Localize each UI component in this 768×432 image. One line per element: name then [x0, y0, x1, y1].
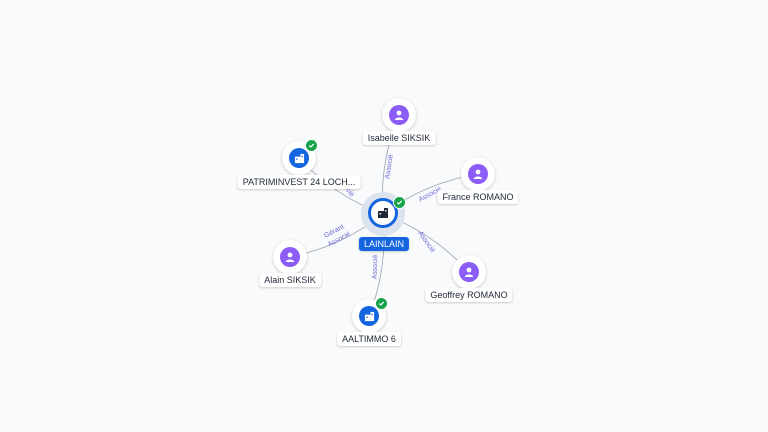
- person-icon: [280, 247, 300, 267]
- verified-check-icon: [305, 139, 318, 152]
- center-node[interactable]: [361, 192, 406, 236]
- node-label-france[interactable]: France ROMANO: [437, 190, 519, 204]
- edge-label-isabelle: Associé: [384, 154, 394, 179]
- company-building-icon: [289, 148, 309, 168]
- node-aaltimmo[interactable]: [352, 297, 388, 333]
- verified-check-icon: [375, 297, 388, 310]
- person-icon: [389, 105, 409, 125]
- edge-label-aaltimmo: Associé: [372, 254, 380, 279]
- node-patriminvest[interactable]: [282, 139, 318, 175]
- verified-check-icon: [393, 196, 406, 209]
- center-node-label[interactable]: LAINLAIN: [358, 237, 410, 251]
- node-france[interactable]: [461, 157, 495, 191]
- node-label-patriminvest[interactable]: PATRIMINVEST 24 LOCH...: [237, 175, 361, 189]
- node-label-geoffrey[interactable]: Geoffrey ROMANO: [425, 288, 513, 302]
- node-alain[interactable]: [273, 240, 307, 274]
- company-building-icon: [359, 306, 379, 326]
- node-label-aaltimmo[interactable]: AALTIMMO 6: [337, 332, 401, 346]
- person-icon: [468, 164, 488, 184]
- person-icon: [459, 262, 479, 282]
- node-geoffrey[interactable]: [452, 255, 486, 289]
- edge-label-geoffrey: Associé: [416, 230, 436, 254]
- node-label-alain[interactable]: Alain SIKSIK: [259, 273, 321, 287]
- node-label-isabelle[interactable]: Isabelle SIKSIK: [362, 131, 436, 145]
- node-isabelle[interactable]: [382, 98, 416, 132]
